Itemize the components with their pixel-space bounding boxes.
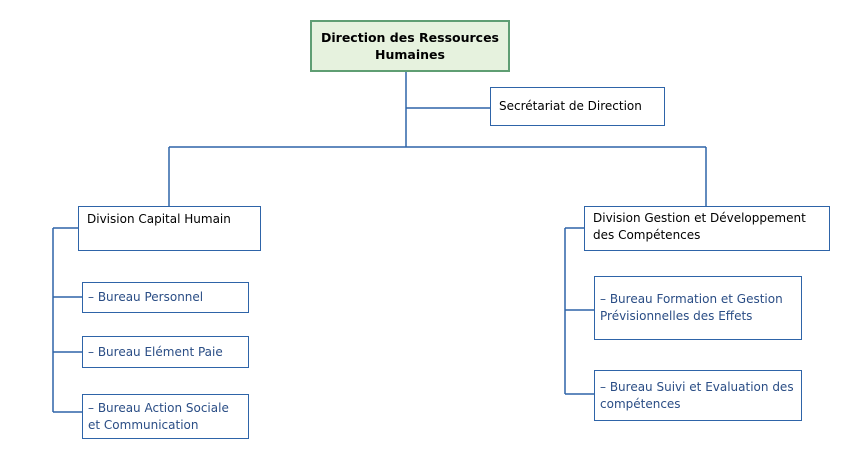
- right-division-label: Division Gestion et Développement des Co…: [593, 211, 806, 242]
- right-spine: [564, 227, 584, 394]
- left-spine: [52, 227, 78, 412]
- bureau-paie-node[interactable]: – Bureau Elément Paie: [82, 336, 249, 368]
- bureau-personnel-node[interactable]: – Bureau Personnel: [82, 282, 249, 313]
- bureau-formation-node[interactable]: – Bureau Formation et Gestion Prévisionn…: [594, 276, 802, 340]
- root-node-label: Direction des Ressources Humaines: [321, 30, 499, 62]
- bureau-personnel-label: – Bureau Personnel: [88, 290, 204, 304]
- secretariat-node-label: Secrétariat de Direction: [499, 99, 642, 113]
- left-division-node[interactable]: Division Capital Humain: [78, 206, 261, 251]
- bureau-suivi-label: – Bureau Suivi et Evaluation des compéte…: [600, 379, 794, 411]
- secretariat-node[interactable]: Secrétariat de Direction: [490, 87, 665, 126]
- bureau-paie-label: – Bureau Elément Paie: [88, 344, 223, 359]
- bureau-suivi-node[interactable]: – Bureau Suivi et Evaluation des compéte…: [594, 370, 802, 421]
- bureau-action-sociale-label: – Bureau Action Sociale et Communication: [88, 400, 229, 432]
- bureau-action-sociale-node[interactable]: – Bureau Action Sociale et Communication: [82, 394, 249, 439]
- right-division-node[interactable]: Division Gestion et Développement des Co…: [584, 206, 830, 251]
- bureau-formation-label: – Bureau Formation et Gestion Prévisionn…: [600, 292, 783, 323]
- left-division-label: Division Capital Humain: [87, 212, 231, 226]
- root-node[interactable]: Direction des Ressources Humaines: [310, 20, 510, 72]
